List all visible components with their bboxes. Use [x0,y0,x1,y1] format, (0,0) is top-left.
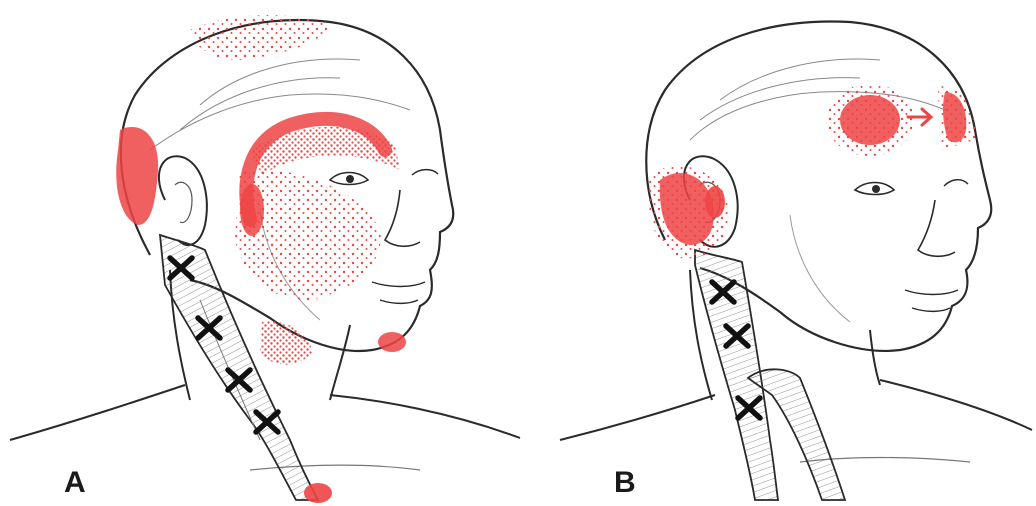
pain-zone-occiput-a [116,127,158,225]
panel-b [560,22,1032,500]
clavicle-a [250,465,420,470]
nose-a [385,190,420,246]
panel-label-a: A [64,468,86,498]
nose-b [918,200,955,256]
pain-zone-chin-a [378,332,406,352]
ear-a [159,156,207,245]
pain-zone-ear-b [705,186,725,218]
panel-a [10,15,520,503]
pain-zone-throat-a [260,321,312,364]
mouth-b [905,290,958,311]
mouth-a [372,282,425,303]
pain-zone-vertex-a [190,15,330,60]
panel-label-b: B [614,468,636,498]
pain-zone-sternum-a [304,483,332,503]
